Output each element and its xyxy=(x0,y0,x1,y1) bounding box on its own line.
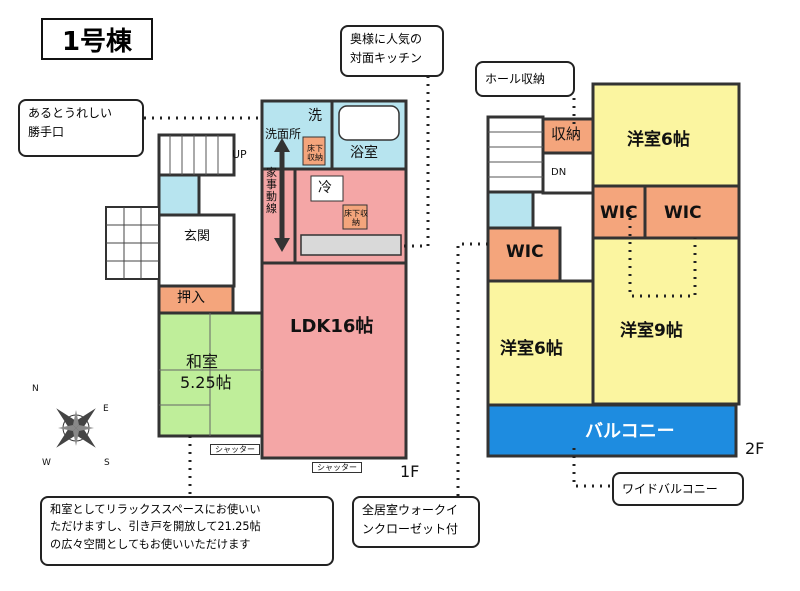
wic-label-2: WIC xyxy=(664,203,702,223)
oshiire-label: 押入 xyxy=(177,290,205,306)
genkan-area xyxy=(157,213,236,288)
toilet-1f xyxy=(157,173,201,217)
underfloor-storage-1 xyxy=(302,136,326,166)
stair-treads-1f xyxy=(169,135,219,175)
callout-wide-balcony-text: ワイドバルコニー xyxy=(622,481,718,496)
kitchen-counter xyxy=(300,234,402,256)
wic-label-1: WIC xyxy=(600,203,638,223)
up-label: UP xyxy=(232,148,247,161)
housework-arrow xyxy=(274,138,290,252)
fridge-label: 冷 xyxy=(318,180,332,196)
storage-2f-label: 収納 xyxy=(551,125,582,143)
shutter-label-2: シャッター xyxy=(312,462,362,474)
compass-w: W xyxy=(42,458,51,468)
callout-wide-balcony: ワイドバルコニー xyxy=(612,472,744,506)
callout-walkin: 全居室ウォークイ ンクローゼット付 xyxy=(352,496,480,548)
ldk-area xyxy=(260,261,408,460)
callout-back-door-line2: 勝手口 xyxy=(28,124,65,139)
floor-label-2f: 2F xyxy=(745,439,765,458)
second-floor xyxy=(486,82,741,458)
bedroom-c-area xyxy=(591,236,741,406)
fridge xyxy=(310,175,344,202)
callout-hall-storage: ホール収納 xyxy=(475,61,575,97)
hallway-area xyxy=(260,167,297,265)
stair-treads-2f xyxy=(488,131,543,178)
stairs-2f xyxy=(486,115,545,194)
callout-washitsu-note-line2: ただけますし、引き戸を開放して21.25帖 xyxy=(50,520,261,534)
washroom-label: 洗面所 xyxy=(265,127,302,141)
wic-2-area xyxy=(643,184,741,240)
callout-kitchen: 奥様に人気の 対面キッチン xyxy=(340,25,444,77)
balcony-label: バルコニー xyxy=(585,421,675,442)
leader-lines xyxy=(144,76,697,496)
tatami-lines xyxy=(159,313,262,436)
balcony-area xyxy=(486,403,738,458)
toilet-2f xyxy=(486,190,535,230)
wic-label-3: WIC xyxy=(506,242,544,262)
compass-e: E xyxy=(103,404,109,414)
bedroom-b-label: 洋室6帖 xyxy=(500,339,563,359)
underfloor-storage-label-2: 床下収納 xyxy=(344,209,368,228)
laundry-label: 洗 xyxy=(308,108,322,124)
callout-hall-storage-text: ホール収納 xyxy=(485,71,546,86)
washitsu-label: 和室 xyxy=(186,352,219,371)
floor-label-1f: 1F xyxy=(400,462,420,481)
callout-washitsu-note: 和室としてリラックススペースにお使いい ただけますし、引き戸を開放して21.25… xyxy=(40,496,334,566)
callout-back-door-line1: あるとうれしい xyxy=(28,106,113,120)
bedroom-a-label: 洋室6帖 xyxy=(627,130,690,150)
wic-3-area xyxy=(486,226,562,283)
underfloor-storage-2 xyxy=(342,204,368,230)
ldk-label: LDK16帖 xyxy=(290,316,374,337)
underfloor-storage-label-1: 床下収納 xyxy=(307,144,323,163)
dn-label: DN xyxy=(551,167,567,178)
housework-line-label: 家事動線 xyxy=(266,166,277,216)
porch-grid xyxy=(106,207,159,279)
callout-washitsu-note-line3: の広々空間としてもお使いいただけます xyxy=(50,537,251,551)
bath-label: 浴室 xyxy=(350,145,378,161)
callout-walkin-line2: ンクローゼット付 xyxy=(362,521,459,536)
compass-n: N xyxy=(32,384,39,394)
washitsu-size-label: 5.25帖 xyxy=(180,373,232,392)
callout-back-door: あるとうれしい 勝手口 xyxy=(18,99,144,157)
shutter-label-1: シャッター xyxy=(210,444,260,456)
bathtub xyxy=(338,105,400,141)
bedroom-c-label: 洋室9帖 xyxy=(620,321,683,341)
genkan-label: 玄関 xyxy=(184,229,211,244)
oshiire-area xyxy=(157,284,235,315)
callout-kitchen-line2: 対面キッチン xyxy=(350,50,423,65)
compass-s: S xyxy=(104,458,110,468)
stairs-1f xyxy=(157,133,236,177)
callout-washitsu-note-line1: 和室としてリラックススペースにお使いい xyxy=(50,503,261,516)
compass-rose xyxy=(56,408,96,448)
building-title: 1号棟 xyxy=(41,18,153,60)
callout-walkin-line1: 全居室ウォークイ xyxy=(362,503,459,517)
callout-kitchen-line1: 奥様に人気の xyxy=(350,32,423,46)
bedroom-b-area xyxy=(486,279,595,421)
